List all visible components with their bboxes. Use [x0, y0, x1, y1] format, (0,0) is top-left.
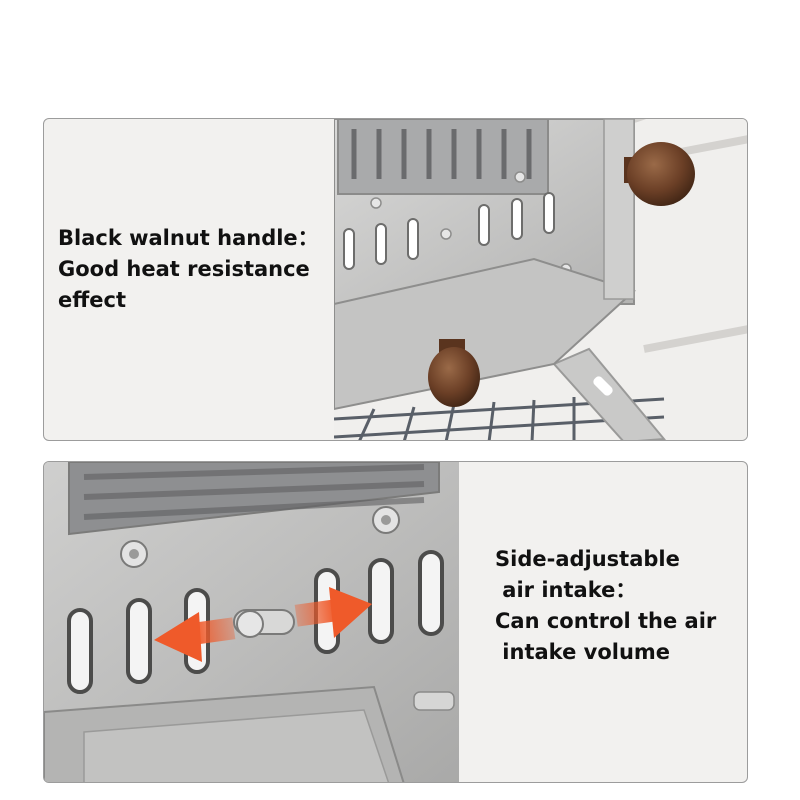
stove-walnut-handle-photo	[334, 119, 747, 440]
walnut-handle-panel: Black walnut handle： Good heat resistanc…	[43, 118, 748, 441]
walnut-knob-upper	[624, 142, 695, 206]
caption-line: Black walnut handle：	[58, 226, 319, 250]
caption-line: effect	[58, 288, 126, 312]
walnut-knob-lower	[428, 339, 480, 407]
double-arrow-icon	[154, 587, 372, 662]
air-intake-caption: Side-adjustable air intake： Can control …	[495, 544, 716, 668]
walnut-handle-caption: Black walnut handle： Good heat resistanc…	[58, 223, 319, 316]
caption-line: Can control the air	[495, 609, 717, 633]
stove-air-intake-photo	[44, 462, 459, 782]
caption-line: Side-adjustable	[495, 547, 680, 571]
screw	[120, 506, 400, 568]
caption-line: intake volume	[495, 640, 671, 664]
air-intake-panel: Side-adjustable air intake： Can control …	[43, 461, 748, 783]
caption-line: Good heat resistance	[58, 257, 310, 281]
caption-line: air intake：	[495, 578, 637, 602]
